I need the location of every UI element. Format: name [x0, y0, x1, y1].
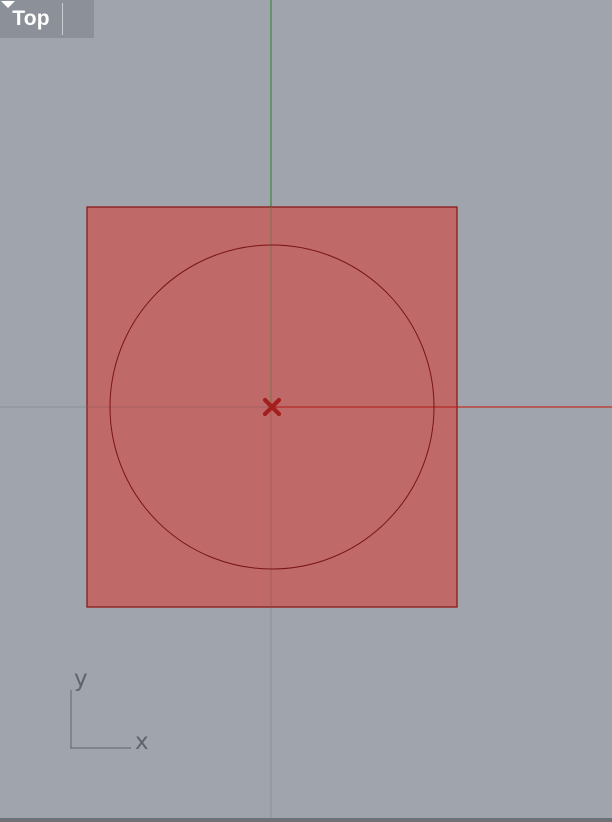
cross-icon	[262, 397, 282, 417]
axis-indicator-y-label: y	[74, 666, 88, 692]
viewport-bottom-border	[0, 818, 612, 822]
viewport-menu-button[interactable]	[1, 0, 94, 38]
axis-indicator-x-label: x	[135, 729, 149, 755]
viewport-title-bar: Top	[0, 0, 94, 38]
viewport-title-divider	[62, 3, 63, 35]
chevron-down-icon	[1, 1, 15, 8]
axis-indicator: y x	[70, 666, 149, 755]
viewport-name-tab[interactable]: Top	[12, 7, 50, 30]
circle-object[interactable]	[109, 244, 435, 570]
